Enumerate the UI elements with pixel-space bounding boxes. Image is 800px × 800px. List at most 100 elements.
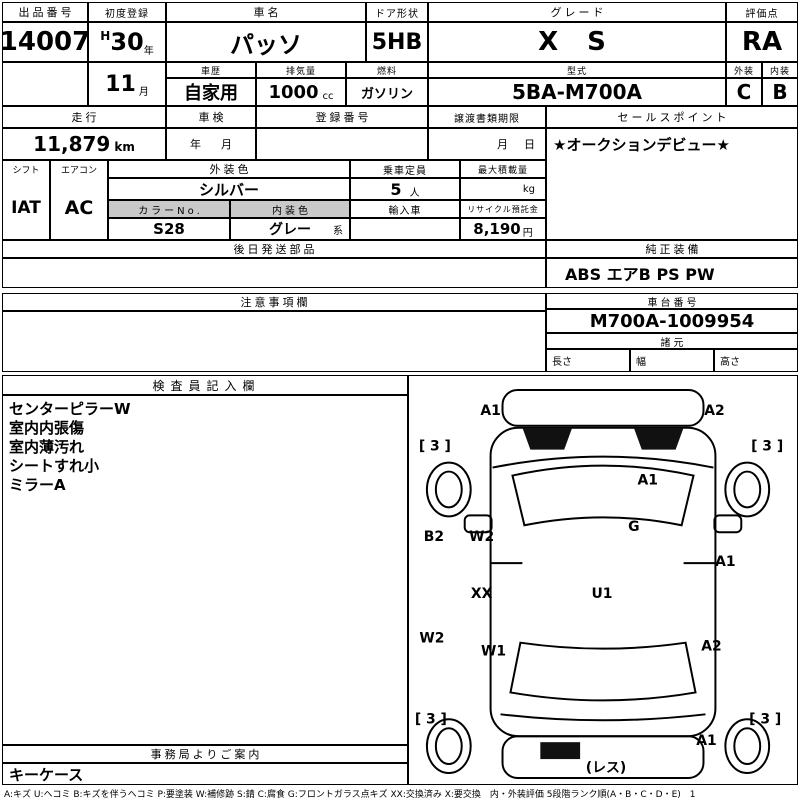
left-headlight — [522, 427, 573, 450]
interior-score-value: B — [762, 78, 798, 106]
spec-label: 諸元 — [546, 333, 798, 349]
tire-depth-mark: [ 3 ] — [751, 439, 783, 455]
interior-color-suffix: 系 — [333, 225, 343, 237]
capacity-unit: 人 — [409, 187, 420, 199]
damage-mark: XX — [471, 586, 493, 602]
first-reg-month-cell: 11 月 — [88, 62, 166, 106]
auction-no-empty-cell — [2, 62, 88, 106]
mileage-label: 走行 — [2, 106, 166, 128]
recycle-unit: 円 — [522, 227, 533, 239]
spec-length-cell: 長さ — [546, 349, 630, 372]
office-label: 事務局よりご案内 — [2, 745, 408, 763]
grade-value: X S — [428, 22, 726, 62]
inspector-notes-cell: センターピラーW 室内内張傷 室内薄汚れ シートすれ小 ミラーA — [2, 395, 408, 745]
first-reg-month-suffix: 月 — [138, 86, 149, 98]
displacement-cell: 1000 cc — [256, 78, 346, 106]
damage-code-legend: A:キズ U:ヘコミ B:キズを伴うヘコミ P:要塗装 W:補修跡 S:錆 C:… — [4, 790, 696, 800]
import-label: 輸入車 — [350, 200, 460, 218]
first-reg-month: 11 — [105, 71, 136, 97]
tire-depth-mark: [ 3 ] — [415, 711, 447, 727]
fuel-value: ガソリン — [346, 78, 428, 106]
shift-cell: シフト IAT — [2, 160, 50, 240]
damage-mark: A1 — [696, 733, 716, 749]
rear-right-wheel-inner — [733, 727, 762, 766]
max-load-cell: kg — [460, 178, 546, 200]
history-value: 自家用 — [166, 78, 256, 106]
recycle-label: リサイクル預託金 — [460, 200, 546, 218]
recycle-cell: 8,190 円 — [460, 218, 546, 240]
inspector-note-line: シートすれ小 — [9, 457, 100, 475]
windshield-outline — [511, 464, 695, 527]
trunk-line — [500, 713, 706, 722]
inspector-note-line: センターピラーW — [9, 400, 131, 418]
transfer-day-suffix: 日 — [524, 138, 535, 151]
front-left-wheel — [425, 461, 472, 518]
spec-height-label: 高さ — [720, 357, 740, 368]
displacement-unit: cc — [322, 90, 334, 102]
import-value-cell — [350, 218, 460, 240]
model-label: 型式 — [428, 62, 726, 78]
damage-mark: G — [628, 519, 639, 535]
damage-diagram: A1 A2 [ 3 ] [ 3 ] A1 B2 W2 G A1 XX U1 W2… — [408, 375, 798, 785]
right-mirror — [713, 514, 743, 534]
tire-depth-mark: [ 3 ] — [749, 711, 781, 727]
rear-left-wheel-inner — [434, 727, 463, 766]
transfer-deadline-cell: 月 日 — [428, 128, 546, 160]
right-headlight — [633, 427, 684, 450]
exterior-color-value: シルバー — [108, 178, 350, 200]
rear-bumper-outline — [501, 735, 705, 779]
mileage-unit: km — [114, 140, 135, 154]
notes-label: 注意事項欄 — [2, 293, 546, 311]
color-no-value: S28 — [108, 218, 230, 240]
recycle-value: 8,190 — [473, 220, 521, 238]
capacity-label: 乗車定員 — [350, 160, 460, 178]
car-top-view: A1 A2 [ 3 ] [ 3 ] A1 B2 W2 G A1 XX U1 W2… — [415, 388, 783, 779]
shift-value: IAT — [11, 197, 41, 218]
spec-width-cell: 幅 — [630, 349, 714, 372]
mileage-cell: 11,879 km — [2, 128, 166, 160]
damage-mark: A2 — [704, 403, 724, 419]
spec-height-cell: 高さ — [714, 349, 798, 372]
capacity-value: 5 — [390, 179, 402, 199]
damage-mark: W2 — [419, 631, 444, 647]
aircon-cell: エアコン AC — [50, 160, 108, 240]
chassis-no-label: 車台番号 — [546, 293, 798, 309]
inspector-note-line: ミラーA — [9, 476, 66, 494]
capacity-cell: 5 人 — [350, 178, 460, 200]
rear-right-wheel — [724, 718, 771, 774]
reg-no-label: 登録番号 — [256, 106, 428, 128]
aircon-value: AC — [64, 196, 94, 219]
car-name-label: 車名 — [166, 2, 366, 22]
exterior-score-value: C — [726, 78, 762, 106]
spare-tire-mark: (レス) — [586, 760, 627, 776]
damage-mark: U1 — [592, 586, 613, 602]
first-reg-year-cell: H 30 年 — [88, 22, 166, 62]
sales-point-label: セールスポイント — [546, 106, 798, 128]
rear-window-outline — [509, 641, 697, 702]
model-value: 5BA-M700A — [428, 78, 726, 106]
inspector-note-line: 室内薄汚れ — [9, 438, 85, 456]
auction-no-label: 出品番号 — [2, 2, 88, 22]
sales-point-value: ★オークションデビュー★ — [546, 128, 798, 240]
damage-mark: A1 — [638, 472, 658, 488]
first-reg-era: H — [100, 29, 111, 43]
rear-license-plate — [540, 742, 581, 760]
displacement-value: 1000 — [268, 81, 319, 103]
interior-color-cell: グレー 系 — [230, 218, 350, 240]
tire-depth-mark: [ 3 ] — [419, 439, 451, 455]
auction-no-value: 14007 — [0, 22, 90, 62]
damage-mark: A1 — [715, 554, 735, 570]
first-reg-year-suffix: 年 — [143, 45, 154, 57]
mileage-value: 11,879 — [33, 132, 111, 156]
first-reg-year: 30 — [110, 28, 144, 56]
inspection-year-suffix: 年 — [190, 138, 201, 151]
door-shape-label: ドア形状 — [366, 2, 428, 22]
spec-width-label: 幅 — [636, 357, 646, 368]
front-right-wheel — [724, 461, 771, 518]
damage-mark: W2 — [469, 529, 494, 545]
inspection-label: 車検 — [166, 106, 256, 128]
exterior-score-label: 外装 — [726, 62, 762, 78]
inspection-month-suffix: 月 — [221, 138, 232, 151]
exterior-color-label: 外装色 — [108, 160, 350, 178]
